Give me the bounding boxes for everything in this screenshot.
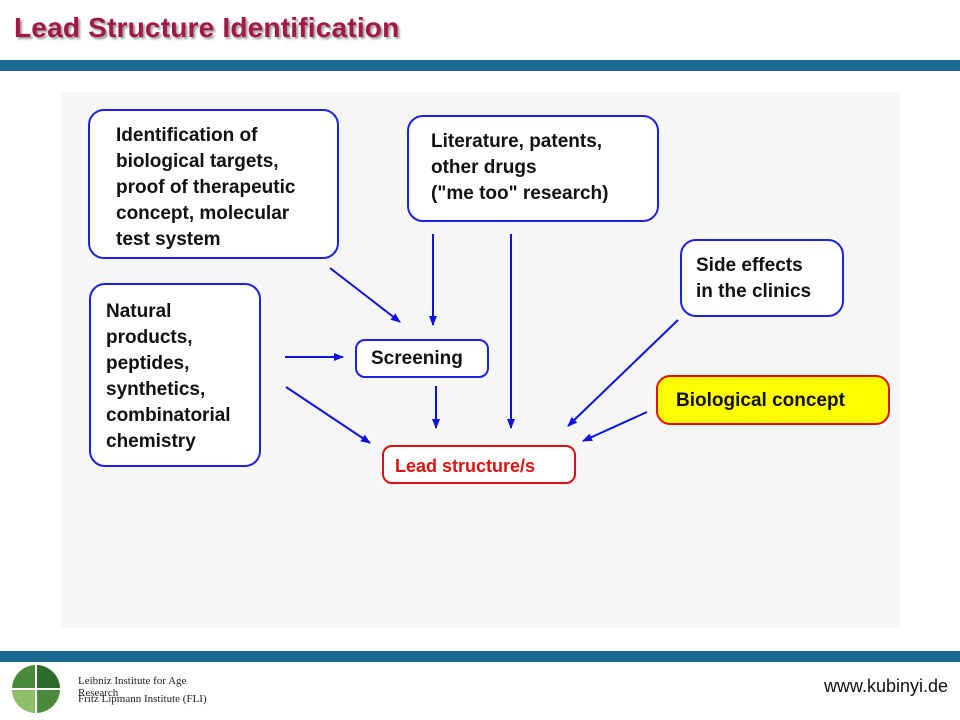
fli-emblem-icon	[12, 665, 60, 713]
arrow-natural-to-lead	[285, 386, 371, 444]
footer-bar	[0, 651, 960, 662]
node-screening: Screening	[355, 339, 489, 378]
header-bar	[0, 60, 960, 71]
logo-line-2: Fritz Lipmann Institute (FLI)	[78, 693, 207, 705]
arrow-targets-to-screening	[329, 267, 401, 323]
institute-logo: Leibniz Institute for Age Research Fritz…	[6, 661, 216, 715]
node-literature: Literature, patents, other drugs ("me to…	[407, 115, 659, 222]
node-natural-products: Natural products, peptides, synthetics, …	[89, 283, 261, 467]
node-lead-structure: Lead structure/s	[382, 445, 576, 484]
node-side-effects: Side effects in the clinics	[680, 239, 844, 317]
slide-title: Lead Structure Identification	[14, 12, 400, 43]
arrow-side-effects-to-lead	[567, 319, 679, 427]
node-biological-concept: Biological concept	[656, 375, 890, 425]
logo-line-1: Leibniz Institute for Age Research	[78, 675, 187, 699]
footer-url[interactable]: www.kubinyi.de	[823, 676, 948, 696]
node-biological-targets: Identification of biological targets, pr…	[88, 109, 339, 259]
arrow-concept-to-lead	[582, 411, 648, 442]
